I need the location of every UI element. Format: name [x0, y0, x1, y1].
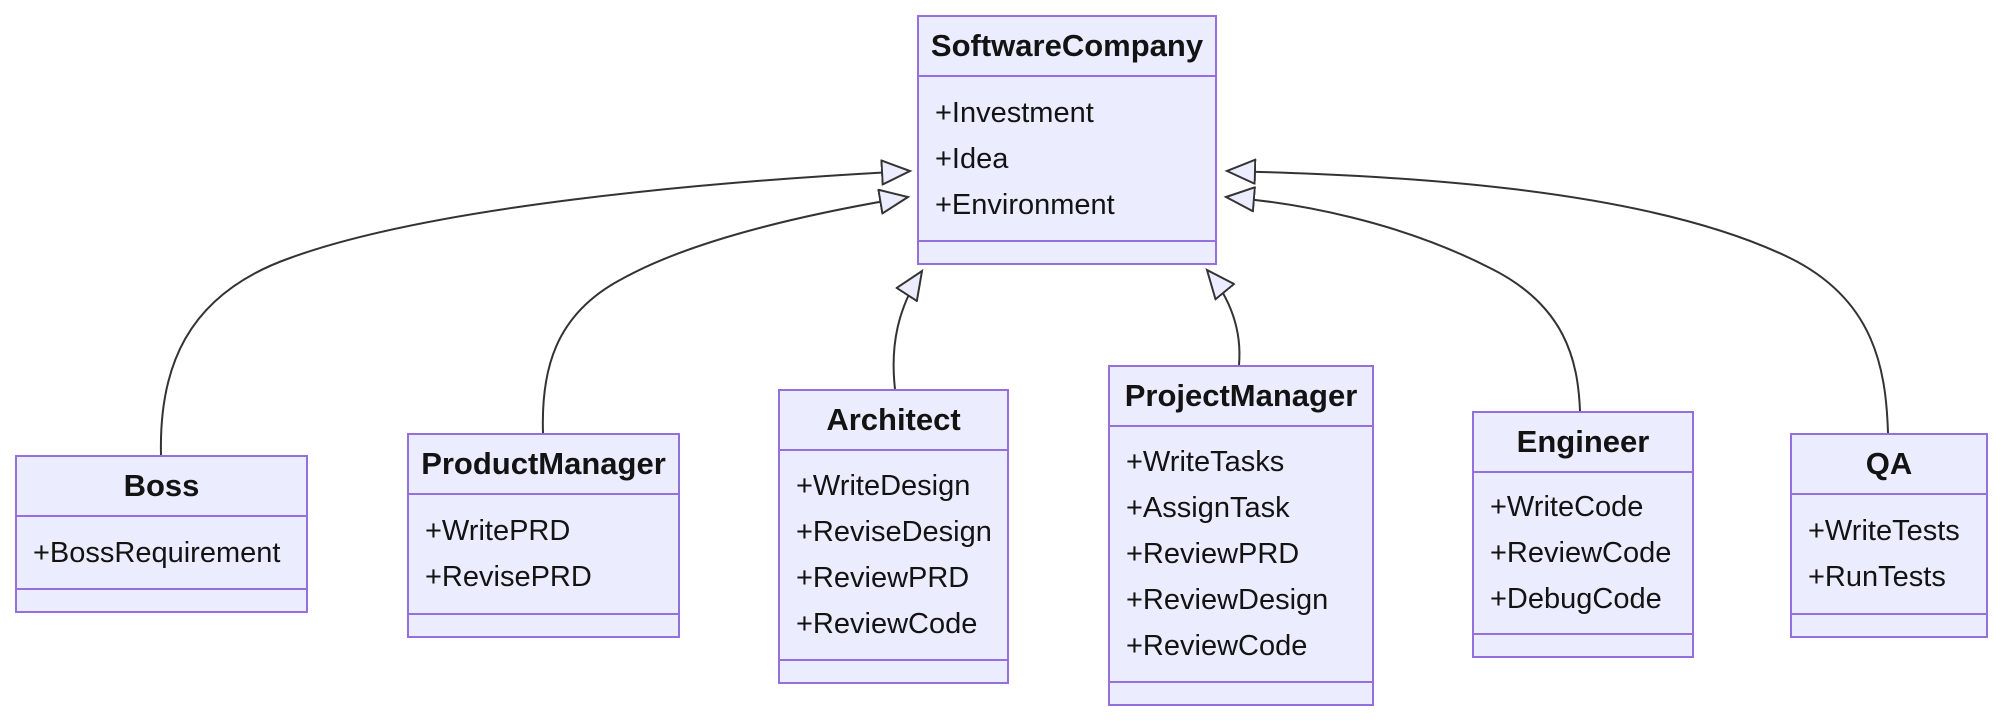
class-attribute: +Investment — [935, 96, 1094, 129]
class-box-productmanager: ProductManager +WritePRD +RevisePRD — [407, 433, 680, 638]
class-title: ProjectManager — [1124, 378, 1358, 413]
class-methods-empty — [919, 242, 1215, 263]
class-attribute: +RevisePRD — [425, 561, 592, 593]
class-attribute: +WriteTests — [1808, 515, 1960, 547]
class-title: SoftwareCompany — [930, 28, 1204, 63]
class-attribute: +RunTests — [1808, 561, 1946, 593]
class-attribute: +ReviewCode — [796, 608, 978, 640]
edge-projectmanager-to-softwarecompany — [1207, 270, 1241, 366]
class-methods-empty — [1474, 635, 1692, 656]
class-attribute: +WriteTasks — [1126, 446, 1285, 478]
class-attribute: +ReviewPRD — [1126, 538, 1300, 570]
class-attribute: +BossRequirement — [33, 536, 281, 569]
class-methods-empty — [780, 661, 1007, 682]
class-box-softwarecompany: SoftwareCompany +Investment +Idea +Envir… — [917, 15, 1217, 265]
class-attributes: +Investment +Idea +Environment — [919, 75, 1215, 242]
edge-engineer-to-softwarecompany — [1226, 197, 1581, 412]
class-attribute: +WriteCode — [1490, 491, 1644, 523]
class-title: QA — [1865, 446, 1913, 481]
class-title: ProductManager — [421, 446, 666, 481]
class-attribute: +DebugCode — [1490, 583, 1662, 615]
class-attribute: +ReviewDesign — [1126, 584, 1329, 616]
class-attributes: +WriteTests +RunTests — [1792, 493, 1986, 615]
class-attributes: +WriteTasks +AssignTask +ReviewPRD +Revi… — [1110, 425, 1372, 683]
class-attributes: +WriteCode +ReviewCode +DebugCode — [1474, 471, 1692, 635]
class-attribute: +AssignTask — [1126, 492, 1290, 524]
class-attribute: +ReviewCode — [1490, 537, 1672, 569]
class-attributes: +BossRequirement — [17, 515, 306, 590]
class-methods-empty — [1792, 615, 1986, 636]
class-methods-empty — [409, 615, 678, 636]
class-attribute: +Environment — [935, 188, 1115, 221]
class-attributes: +WritePRD +RevisePRD — [409, 493, 678, 615]
edge-architect-to-softwarecompany — [892, 271, 922, 390]
class-methods-empty — [17, 590, 306, 611]
class-methods-empty — [1110, 683, 1372, 704]
class-attribute: +ReviewCode — [1126, 630, 1308, 662]
edge-boss-to-softwarecompany — [159, 171, 910, 456]
class-attribute: +Idea — [935, 142, 1009, 175]
class-title: Boss — [123, 468, 200, 503]
class-title: Architect — [826, 402, 961, 437]
class-attribute: +WriteDesign — [796, 470, 971, 502]
edge-qa-to-softwarecompany — [1227, 171, 1889, 434]
class-box-boss: Boss +BossRequirement — [15, 455, 308, 613]
class-box-architect: Architect +WriteDesign +ReviseDesign +Re… — [778, 389, 1009, 684]
class-box-qa: QA +WriteTests +RunTests — [1790, 433, 1988, 638]
class-box-projectmanager: ProjectManager +WriteTasks +AssignTask +… — [1108, 365, 1374, 706]
class-attributes: +WriteDesign +ReviseDesign +ReviewPRD +R… — [780, 449, 1007, 661]
class-attribute: +ReviewPRD — [796, 562, 970, 594]
class-title: Engineer — [1516, 424, 1650, 459]
class-box-engineer: Engineer +WriteCode +ReviewCode +DebugCo… — [1472, 411, 1694, 658]
class-attribute: +ReviseDesign — [796, 516, 992, 548]
class-attribute: +WritePRD — [425, 515, 571, 547]
edge-productmanager-to-softwarecompany — [541, 197, 908, 434]
